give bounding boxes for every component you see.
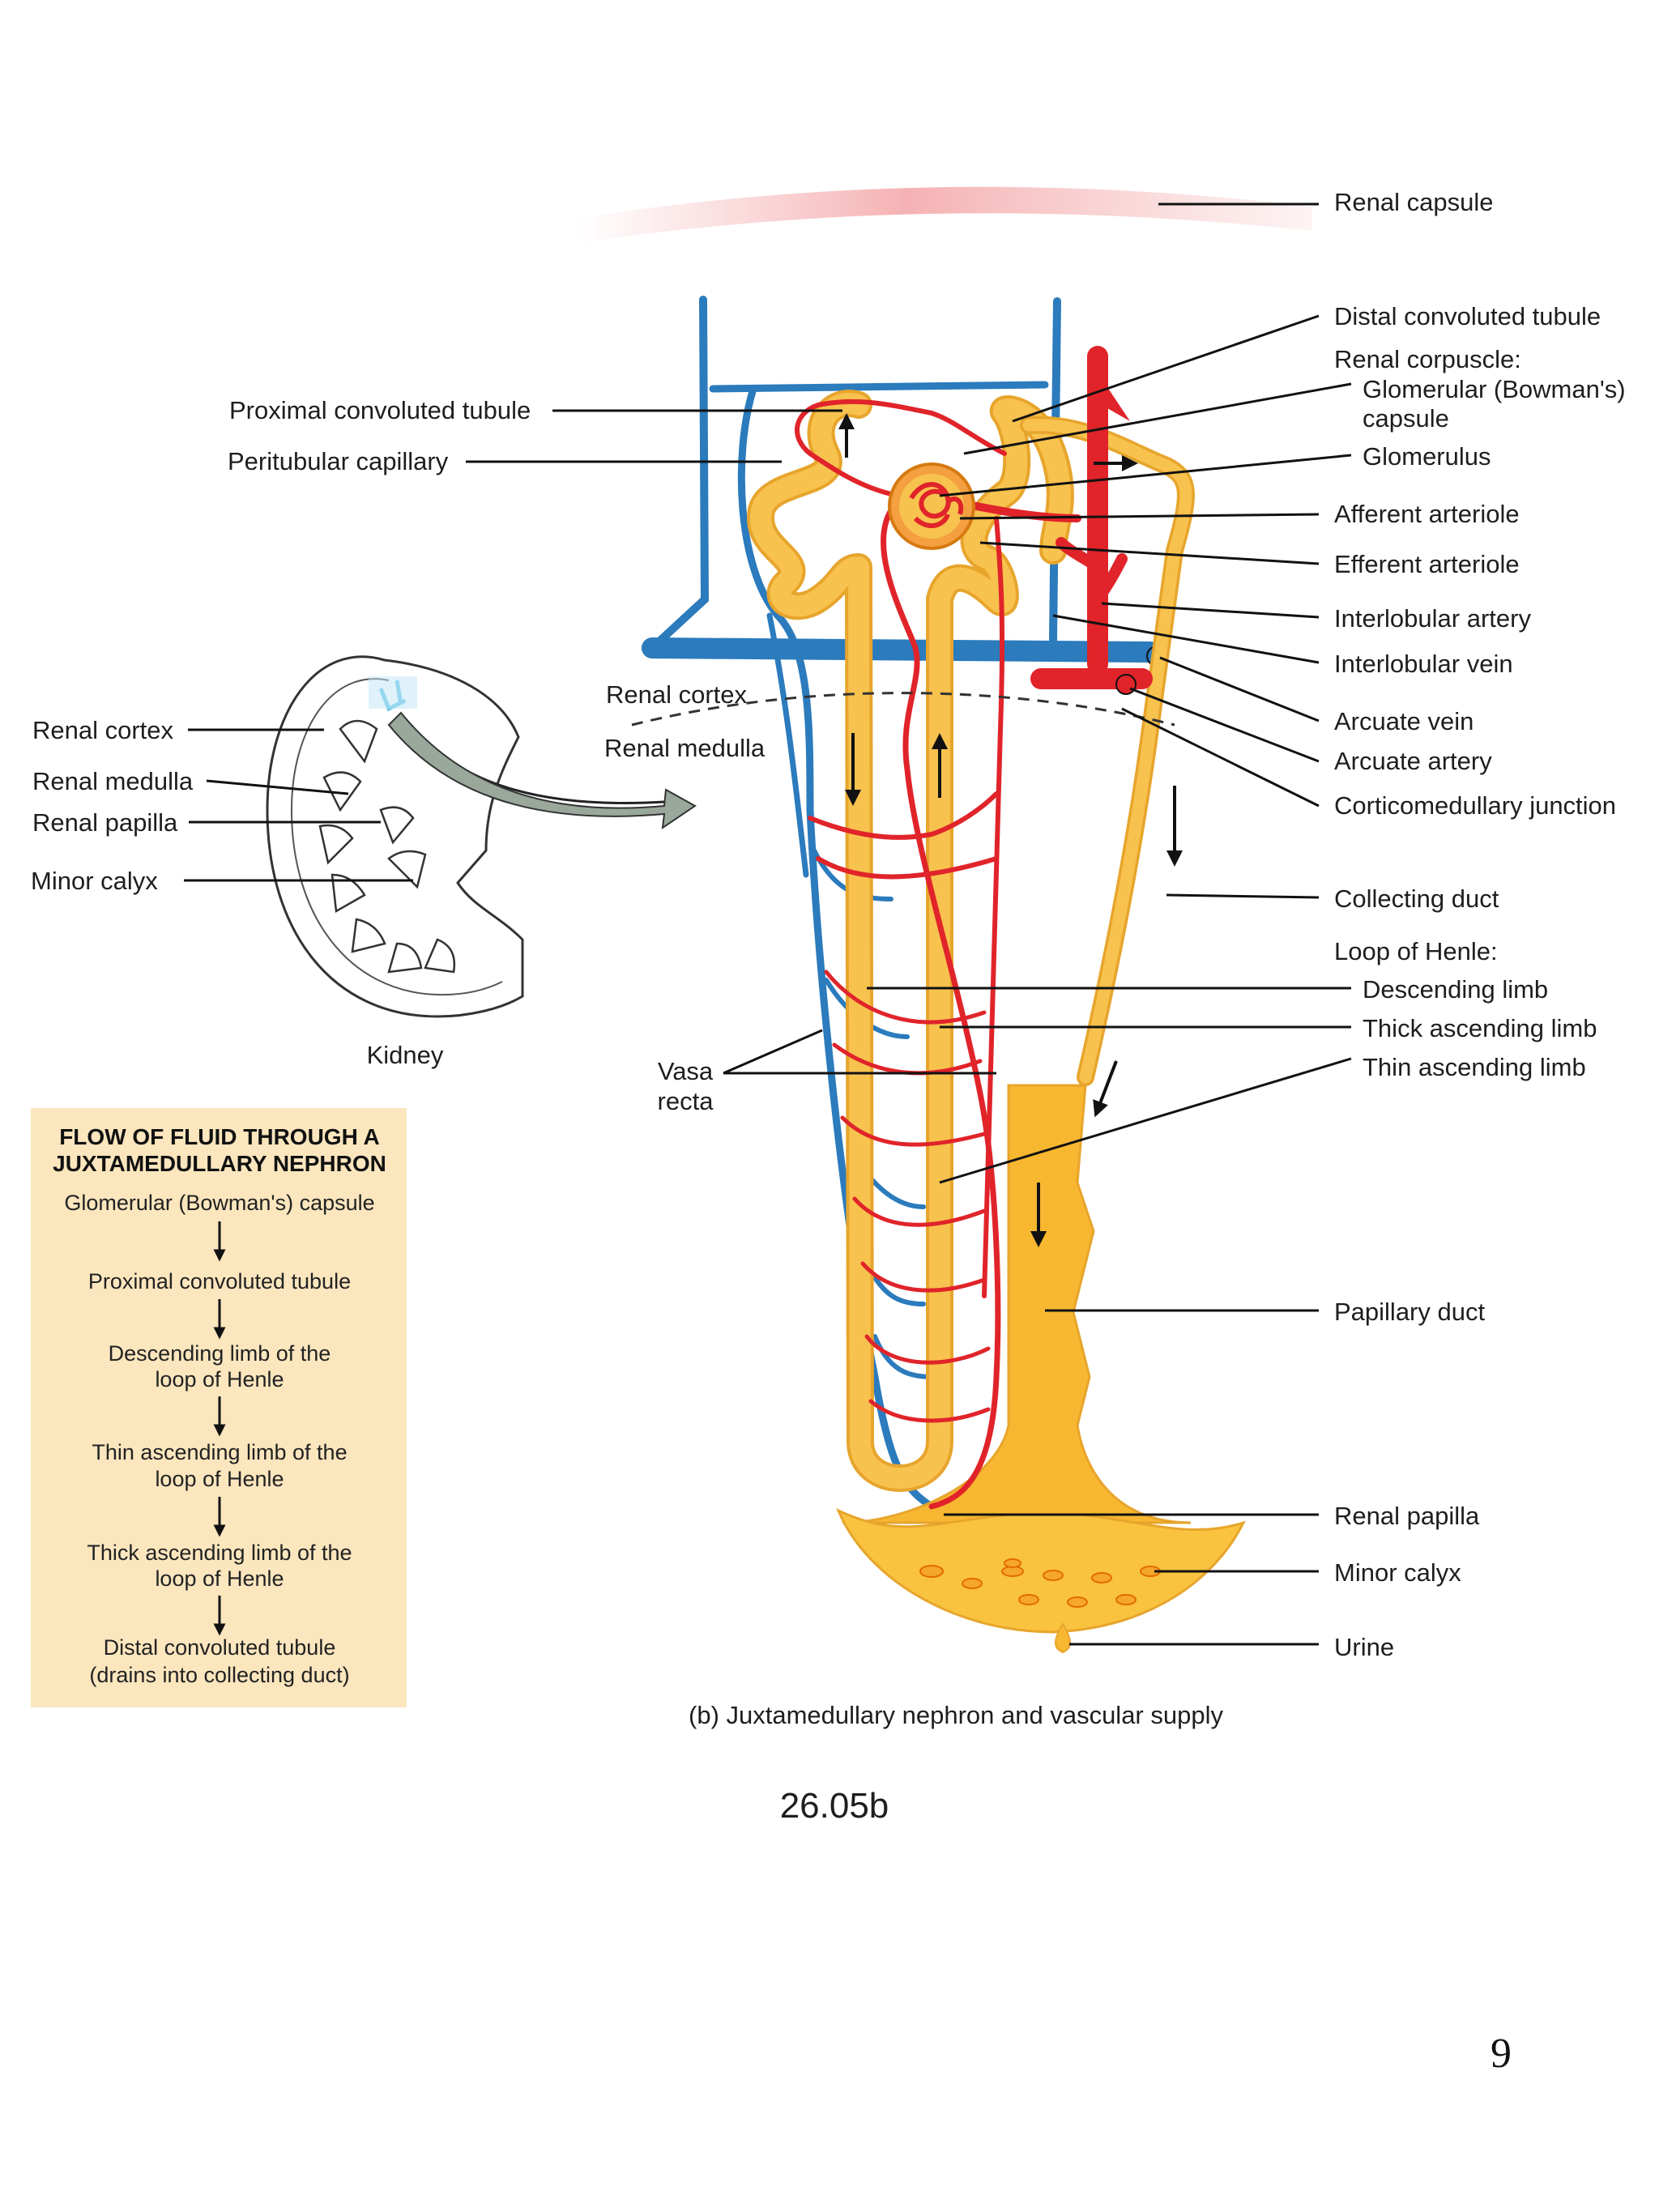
label-collecting-duct: Collecting duct [1334,884,1499,913]
flow-step-thin-ascending: Thin ascending limb of the [92,1440,347,1464]
flow-step-distal: Distal convoluted tubule [104,1635,336,1660]
label-descending-limb: Descending limb [1363,975,1548,1004]
label-renal-papilla-left: Renal papilla [32,808,178,837]
figure-number: 26.05b [780,1786,889,1826]
flow-step-thick-ascending-2: loop of Henle [155,1566,284,1591]
flow-step-descending: Descending limb of the [109,1341,331,1366]
flow-step-thick-ascending: Thick ascending limb of the [87,1541,352,1565]
label-corticomedullary-junction: Corticomedullary junction [1334,791,1616,820]
flow-step-distal-2: (drains into collecting duct) [89,1663,349,1687]
flow-box: FLOW OF FLUID THROUGH A JUXTAMEDULLARY N… [31,1108,407,1707]
label-arcuate-vein: Arcuate vein [1334,707,1473,735]
label-glomerular-capsule-2: capsule [1363,404,1449,433]
flow-box-title: FLOW OF FLUID THROUGH A [59,1124,380,1149]
label-papillary-duct: Papillary duct [1334,1298,1485,1326]
label-thick-ascending-limb: Thick ascending limb [1363,1014,1597,1042]
label-peritubular-capillary: Peritubular capillary [228,447,449,475]
minor-calyx-cup [836,1508,1246,1634]
label-renal-capsule: Renal capsule [1334,188,1493,216]
label-renal-cortex-mid: Renal cortex [606,680,748,709]
flow-box-title-2: JUXTAMEDULLARY NEPHRON [53,1151,386,1176]
label-kidney: Kidney [367,1041,444,1069]
label-interlobular-vein: Interlobular vein [1334,650,1513,678]
flow-step-descending-2: loop of Henle [155,1367,284,1392]
label-minor-calyx-left: Minor calyx [31,867,158,895]
label-afferent-arteriole: Afferent arteriole [1334,500,1520,528]
label-minor-calyx-right: Minor calyx [1334,1558,1461,1587]
leader-lines [184,202,1352,1646]
kidney-illustration [266,655,697,1018]
juxtamedullary-nephron [631,296,1246,1654]
label-renal-medulla-left: Renal medulla [32,767,194,795]
label-glomerular-capsule: Glomerular (Bowman's) [1363,375,1626,403]
kidney-zoom-arrow [387,711,697,830]
label-proximal-convoluted-tubule: Proximal convoluted tubule [229,396,531,424]
label-renal-corpuscle: Renal corpuscle: [1334,345,1521,373]
label-urine: Urine [1334,1633,1394,1661]
label-vasa-recta-2: recta [658,1087,714,1115]
label-loop-of-henle: Loop of Henle: [1334,937,1498,965]
label-efferent-arteriole: Efferent arteriole [1334,550,1520,578]
renal-corpuscle [888,462,975,550]
renal-capsule-band [575,186,1312,243]
flow-step-proximal: Proximal convoluted tubule [88,1269,351,1294]
flow-step-capsule: Glomerular (Bowman's) capsule [64,1191,374,1215]
label-thin-ascending-limb: Thin ascending limb [1363,1053,1586,1081]
label-renal-cortex-left: Renal cortex [32,716,174,744]
corticomedullary-line [631,692,1175,727]
urine-drop [1055,1622,1071,1654]
label-interlobular-artery: Interlobular artery [1334,604,1531,633]
label-renal-papilla-right: Renal papilla [1334,1502,1480,1530]
label-glomerulus: Glomerulus [1363,442,1491,471]
figure-caption: (b) Juxtamedullary nephron and vascular … [689,1701,1223,1729]
label-arcuate-artery: Arcuate artery [1334,747,1492,775]
label-vasa-recta: Vasa [658,1057,714,1085]
page-number: 9 [1491,2031,1512,2077]
label-renal-medulla-mid: Renal medulla [604,734,766,762]
label-distal-convoluted-tubule: Distal convoluted tubule [1334,302,1601,330]
flow-step-thin-ascending-2: loop of Henle [155,1467,284,1491]
